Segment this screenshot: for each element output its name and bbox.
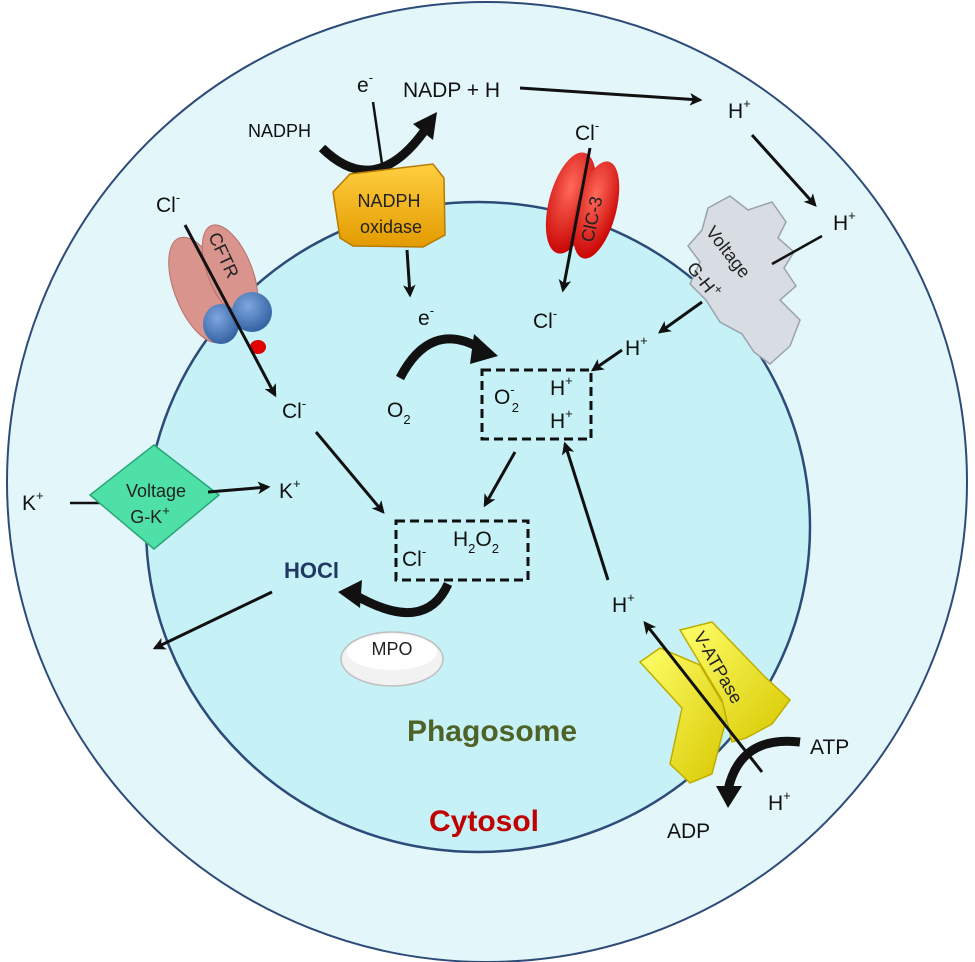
cl-inner-cftr: Cl- xyxy=(282,396,306,423)
superoxide-box xyxy=(480,368,593,441)
hypochlorous-acid-label: HOCl xyxy=(284,558,339,583)
atp-label: ATP xyxy=(810,736,849,759)
h-plus-vatpase-out: H+ xyxy=(612,590,635,617)
oxygen-label: O2 xyxy=(387,399,411,427)
mpo-curved-arrow xyxy=(352,581,453,618)
k-plus-outer: K+ xyxy=(22,488,44,515)
h2o2-label: H2O2 xyxy=(453,528,499,556)
mpo-enzyme: MPO xyxy=(340,631,444,687)
nadph-label: NADPH xyxy=(248,121,311,141)
cl-to-hypochlorous-arrow xyxy=(314,431,385,514)
superoxide-h1: H+ xyxy=(550,373,573,400)
k-channel-arrow xyxy=(207,481,271,495)
superoxide-to-h2o2-arrow xyxy=(483,451,517,508)
h-plus-top: H+ xyxy=(728,96,751,123)
v-atpase-h-arrow xyxy=(643,621,764,773)
cl-inner-clc3: Cl- xyxy=(533,306,557,333)
h2o2-box xyxy=(394,519,530,582)
nadp-h-label: NADP + H xyxy=(403,79,500,102)
svg-text:NADPH: NADPH xyxy=(357,191,420,211)
cftr-cl-arrow xyxy=(183,224,277,398)
electron-top-label: e- xyxy=(357,70,373,97)
voltage-gated-k-channel: Voltage G-K+ xyxy=(88,444,221,550)
oxygen-curved-arrow xyxy=(396,334,483,381)
h-channel-arrow xyxy=(657,300,703,334)
electron-inner-label: e- xyxy=(418,303,434,330)
svg-text:G-K+: G-K+ xyxy=(130,503,170,527)
superoxide-label: O-2 xyxy=(494,382,519,415)
svg-text:Voltage: Voltage xyxy=(126,481,186,501)
cl-top-clc3: Cl- xyxy=(575,118,599,145)
atp-curved-arrow xyxy=(723,736,801,792)
cytosol-title: Cytosol xyxy=(429,805,539,838)
h-plus-to-superoxide-arrow xyxy=(590,348,623,372)
svg-text:MPO: MPO xyxy=(371,639,412,659)
h-plus-down-arrow xyxy=(750,133,817,207)
electron-down-arrow xyxy=(403,249,416,298)
nadph-curved-arrow xyxy=(318,127,429,175)
nadph-oxidase: NADPH oxidase xyxy=(332,163,446,248)
phagosome-title: Phagosome xyxy=(407,715,577,748)
h-plus-vatpase-in: H+ xyxy=(768,788,791,815)
superoxide-h2: H+ xyxy=(550,406,573,433)
voltage-gated-h-channel: Voltage G-H+ xyxy=(683,195,801,365)
hocl-exit-arrow xyxy=(152,590,273,650)
h-plus-up-arrow xyxy=(562,441,610,581)
nadp-to-h-arrow xyxy=(519,86,703,106)
h-plus-right: H+ xyxy=(833,208,856,235)
k-plus-inner: K+ xyxy=(279,476,301,503)
h2o2-cl-label: Cl- xyxy=(402,544,426,571)
clc3-cl-arrow xyxy=(558,147,592,293)
adp-label: ADP xyxy=(667,820,710,843)
v-atpase: V-ATPase xyxy=(638,621,792,784)
h-channel-line-in xyxy=(771,234,823,266)
cl-top-cftr: Cl- xyxy=(156,190,180,217)
svg-text:oxidase: oxidase xyxy=(360,217,422,237)
h-plus-channel-out: H+ xyxy=(625,333,648,360)
